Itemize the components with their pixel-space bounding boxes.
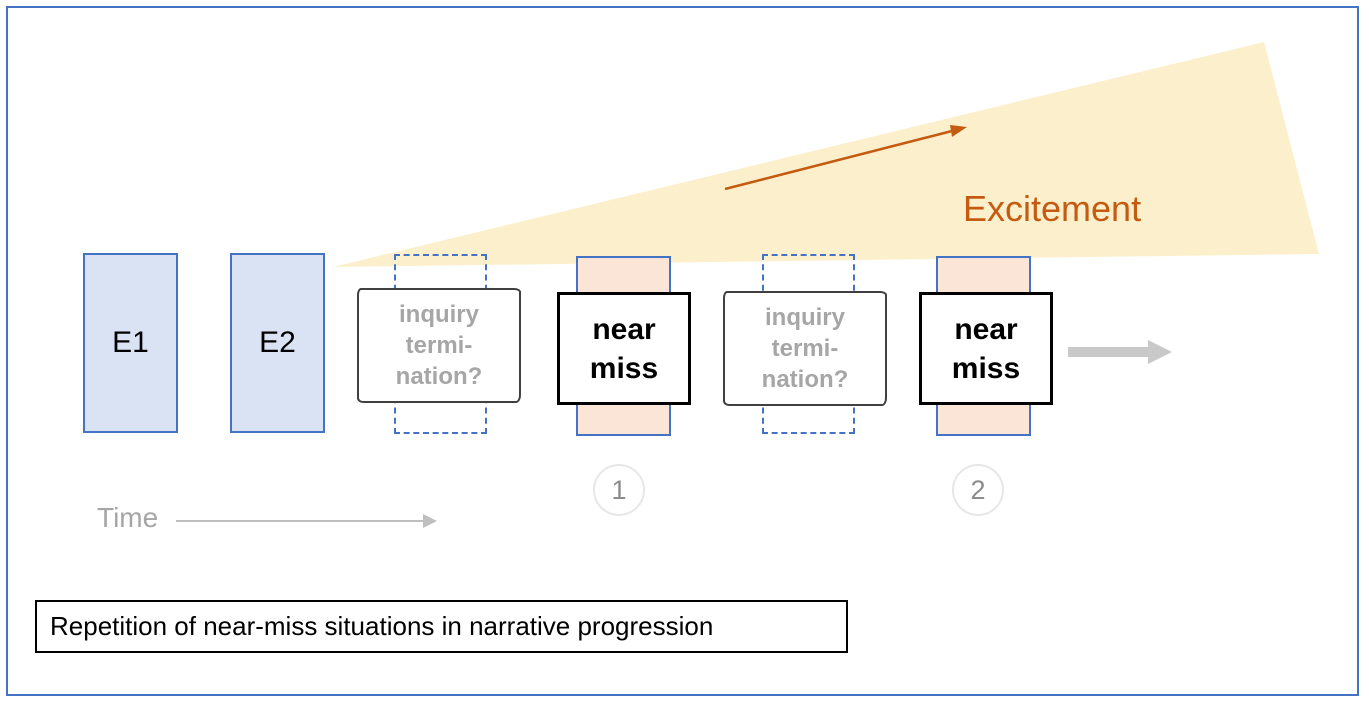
near-miss-line: miss <box>951 351 1021 385</box>
excitement-wedge-triangle <box>333 42 1319 267</box>
inquiry-line: nation? <box>761 366 849 393</box>
badge-number: 2 <box>970 474 986 505</box>
near-miss-box-1: near miss <box>557 292 691 405</box>
near-miss-line: near <box>954 312 1018 346</box>
near-miss-line: near <box>592 312 656 346</box>
event-label: E2 <box>259 326 296 359</box>
inquiry-termination-box-1: inquiry termi- nation? <box>357 288 521 403</box>
inquiry-line: inquiry <box>398 301 479 328</box>
inquiry-line: termi- <box>405 332 473 359</box>
inquiry-line: inquiry <box>764 304 845 331</box>
time-label: Time <box>97 502 159 533</box>
near-miss-box-2: near miss <box>919 292 1053 405</box>
next-arrow-icon <box>1068 340 1172 364</box>
figure-caption: Repetition of near-miss situations in na… <box>35 600 848 653</box>
event-box-e1: E1 <box>83 253 178 433</box>
inquiry-line: nation? <box>395 363 483 390</box>
excitement-label: Excitement <box>963 188 1142 229</box>
time-arrow-icon <box>176 514 437 528</box>
occurrence-badge-2: 2 <box>952 464 1004 516</box>
inquiry-line: termi- <box>771 335 839 362</box>
event-box-e2: E2 <box>230 253 325 433</box>
near-miss-line: miss <box>589 351 659 385</box>
occurrence-badge-1: 1 <box>593 464 645 516</box>
slide-border <box>6 6 1359 696</box>
inquiry-termination-box-2: inquiry termi- nation? <box>723 291 887 406</box>
badge-number: 1 <box>611 474 627 505</box>
excitement-arrow-icon <box>724 125 967 191</box>
event-label: E1 <box>112 326 149 359</box>
